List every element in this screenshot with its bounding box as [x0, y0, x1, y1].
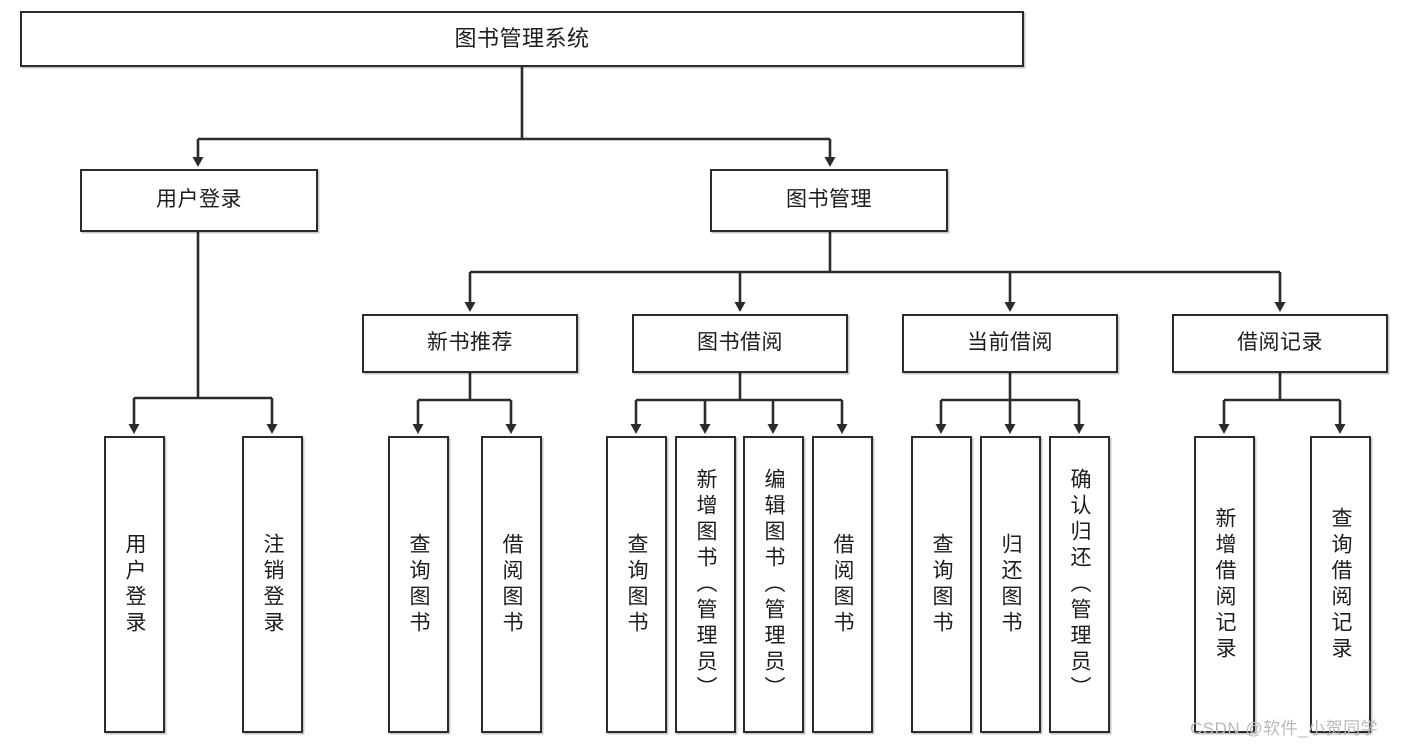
- node-label: 新增图书（管理员）: [694, 467, 717, 702]
- node-leaf-user-login[interactable]: 用户登录: [104, 436, 165, 733]
- node-user-login[interactable]: 用户登录: [80, 169, 318, 232]
- node-leaf-query-borrow-record[interactable]: 查询借阅记录: [1310, 436, 1371, 733]
- node-label: 图书管理系统: [454, 26, 590, 52]
- node-leaf-add-borrow-record[interactable]: 新增借阅记录: [1194, 436, 1255, 733]
- node-borrow-record[interactable]: 借阅记录: [1172, 314, 1388, 373]
- node-leaf-query-book-borrow[interactable]: 查询图书: [606, 436, 667, 733]
- node-book-borrow[interactable]: 图书借阅: [632, 314, 848, 373]
- node-leaf-borrow-book[interactable]: 借阅图书: [812, 436, 873, 733]
- node-label: 用户登录: [123, 532, 146, 637]
- node-label: 借阅图书: [831, 532, 854, 637]
- node-label: 用户登录: [156, 188, 242, 212]
- node-new-book-recommend[interactable]: 新书推荐: [362, 314, 578, 373]
- node-leaf-return-book[interactable]: 归还图书: [980, 436, 1041, 733]
- node-label: 查询借阅记录: [1329, 506, 1352, 663]
- node-label: 确认归还（管理员）: [1068, 467, 1091, 702]
- node-leaf-confirm-return-admin[interactable]: 确认归还（管理员）: [1049, 436, 1110, 733]
- node-label: 归还图书: [999, 532, 1022, 637]
- node-label: 查询图书: [625, 532, 648, 637]
- node-label: 编辑图书（管理员）: [762, 467, 785, 702]
- node-label: 查询图书: [407, 532, 430, 637]
- node-book-management[interactable]: 图书管理: [710, 169, 948, 232]
- node-leaf-borrow-book-recommend[interactable]: 借阅图书: [481, 436, 542, 733]
- node-label: 注销登录: [261, 532, 284, 637]
- node-label: 借阅图书: [500, 532, 523, 637]
- node-label: 图书借阅: [697, 331, 783, 355]
- node-leaf-edit-book-admin[interactable]: 编辑图书（管理员）: [743, 436, 804, 733]
- node-current-borrow[interactable]: 当前借阅: [902, 314, 1118, 373]
- node-label: 查询图书: [930, 532, 953, 637]
- node-label: 新增借阅记录: [1213, 506, 1236, 663]
- node-label: 借阅记录: [1237, 331, 1323, 355]
- node-label: 当前借阅: [967, 331, 1053, 355]
- node-label: 新书推荐: [427, 331, 513, 355]
- node-leaf-add-book-admin[interactable]: 新增图书（管理员）: [675, 436, 736, 733]
- node-root-book-management-system[interactable]: 图书管理系统: [20, 11, 1024, 67]
- csdn-watermark: CSDN @软件_小贺同学: [1190, 719, 1379, 738]
- node-leaf-query-book-recommend[interactable]: 查询图书: [388, 436, 449, 733]
- node-leaf-logout[interactable]: 注销登录: [242, 436, 303, 733]
- node-leaf-query-book-current[interactable]: 查询图书: [911, 436, 972, 733]
- node-label: 图书管理: [786, 188, 872, 212]
